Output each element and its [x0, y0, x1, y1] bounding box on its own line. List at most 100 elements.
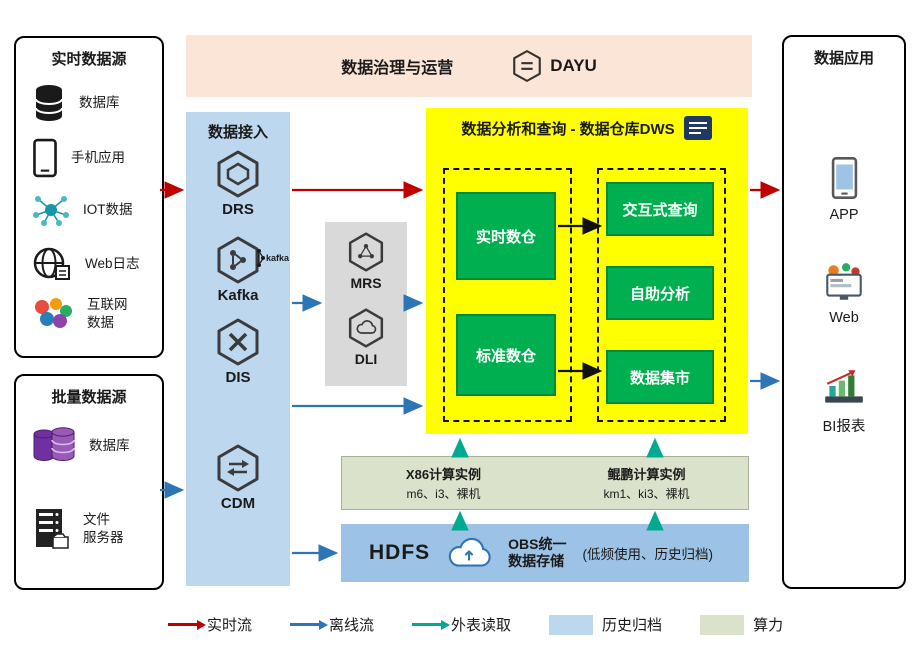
- hdfs-label: HDFS: [369, 541, 431, 564]
- compute-instances-panel: X86计算实例 m6、i3、裸机 鲲鹏计算实例 km1、ki3、裸机: [341, 456, 749, 510]
- compute-subtitle: km1、ki3、裸机: [603, 487, 690, 501]
- legend-label: 算力: [753, 617, 784, 634]
- app-item-web: Web: [784, 262, 904, 326]
- drs-icon: [217, 150, 259, 198]
- source-label: 手机应用: [71, 150, 125, 166]
- legend-item-offline-flow: 离线流: [290, 614, 374, 635]
- service-label: MRS: [350, 275, 382, 291]
- compute-subtitle: m6、i3、裸机: [406, 487, 481, 501]
- service-mrs: MRS: [325, 232, 407, 291]
- module-label: 自助分析: [629, 285, 690, 303]
- app-label: BI报表: [822, 419, 866, 435]
- dayu-logo: DAYU: [511, 49, 597, 83]
- source-item-file-server: 文件 服务器: [16, 506, 162, 552]
- module-label: 数据集市: [629, 369, 690, 387]
- legend-item-realtime-flow: 实时流: [168, 614, 252, 635]
- dayu-logo-text: DAYU: [550, 56, 597, 75]
- data-ingestion-panel: 数据接入 DRS Kafka kafka: [186, 112, 290, 586]
- dws-title-row: 数据分析和查询 - 数据仓库DWS: [426, 115, 748, 141]
- service-label: DLI: [354, 351, 378, 367]
- module-data-mart: 数据集市: [606, 350, 714, 404]
- source-label: 数据库: [79, 95, 120, 111]
- compute-kunpeng: 鲲鹏计算实例 km1、ki3、裸机: [545, 457, 748, 509]
- file-server-icon: [36, 509, 69, 549]
- dis-icon: [217, 318, 259, 366]
- kafka-wordmark-icon: [256, 249, 265, 267]
- dli-icon: [348, 308, 384, 348]
- app-label: Web: [829, 310, 859, 326]
- cdm-icon: [217, 444, 259, 492]
- web-log-icon: [33, 247, 70, 280]
- kafka-icon: [217, 236, 259, 284]
- source-item-web-log: Web日志: [16, 246, 162, 282]
- bi-report-icon: [825, 370, 863, 403]
- service-drs: DRS: [186, 150, 290, 218]
- source-item-internet-data: 互联网 数据: [16, 296, 162, 332]
- legend: 实时流 离线流 外表读取 历史归档 算力: [168, 614, 783, 635]
- realtime-flow-arrow-icon: [168, 623, 198, 626]
- service-kafka: Kafka kafka: [186, 236, 290, 304]
- dws-title: 数据分析和查询 - 数据仓库DWS: [461, 120, 675, 138]
- obs-cloud-icon: [448, 537, 491, 567]
- internet-data-icon: [35, 298, 72, 328]
- legend-label: 实时流: [207, 617, 253, 634]
- source-label: 文件 服务器: [83, 512, 124, 545]
- database-purple-icon: [33, 427, 75, 462]
- service-label: CDM: [220, 495, 256, 512]
- data-ingestion-title: 数据接入: [207, 124, 268, 141]
- module-self-service-analysis: 自助分析: [606, 266, 714, 320]
- compute-x86: X86计算实例 m6、i3、裸机: [342, 457, 545, 509]
- governance-title: 数据治理与运营: [341, 60, 454, 77]
- app-icon: [831, 157, 857, 199]
- legend-label: 离线流: [329, 617, 375, 634]
- realtime-sources-panel: 实时数据源 数据库 手机应用: [14, 36, 164, 358]
- legend-item-external-read: 外表读取: [412, 614, 511, 635]
- processing-panel: MRS DLI: [325, 222, 407, 386]
- service-dis: DIS: [186, 318, 290, 386]
- external-read-arrow-icon: [412, 623, 443, 626]
- dws-document-icon: [683, 116, 712, 140]
- iot-icon: [33, 196, 69, 226]
- mrs-icon: [348, 232, 384, 272]
- realtime-sources-title: 实时数据源: [51, 51, 127, 68]
- legend-label: 外表读取: [451, 617, 512, 634]
- source-item-batch-database: 数据库: [16, 426, 162, 466]
- source-item-database: 数据库: [16, 84, 162, 122]
- service-label: Kafka: [217, 287, 259, 304]
- storage-panel: HDFS OBS统一 数据存储 (低频使用、历史归档): [341, 524, 749, 582]
- dayu-logo-icon: [513, 50, 542, 82]
- app-item-app: APP: [784, 157, 904, 223]
- source-item-iot: IOT数据: [16, 192, 162, 228]
- module-label: 交互式查询: [622, 201, 698, 219]
- history-archive-swatch: [549, 614, 594, 635]
- obs-title: OBS统一 数据存储: [508, 535, 567, 570]
- app-item-bi-report: BI报表: [784, 369, 904, 436]
- service-label: DIS: [225, 369, 251, 386]
- module-interactive-query: 交互式查询: [606, 182, 714, 236]
- web-icon: [826, 263, 862, 300]
- module-label: 实时数仓: [475, 228, 536, 246]
- kafka-wordmark: kafka: [256, 248, 289, 268]
- offline-flow-arrow-icon: [290, 623, 321, 626]
- legend-label: 历史归档: [602, 617, 663, 634]
- source-label: Web日志: [85, 256, 140, 272]
- module-label: 标准数仓: [475, 347, 536, 365]
- governance-banner: 数据治理与运营 DAYU: [186, 35, 752, 97]
- data-applications-panel: 数据应用 APP Web: [782, 35, 906, 589]
- service-label: DRS: [222, 201, 254, 218]
- warehouse-group: [443, 168, 572, 422]
- legend-item-compute-power: 算力: [700, 614, 783, 635]
- compute-title: X86计算实例: [405, 467, 482, 482]
- module-realtime-warehouse: 实时数仓: [456, 192, 556, 280]
- app-label: APP: [829, 207, 859, 223]
- dws-panel: 数据分析和查询 - 数据仓库DWS 实时数仓 标准数仓 交互式查询 自助分析 数…: [426, 108, 748, 434]
- database-icon: [35, 85, 63, 121]
- compute-title: 鲲鹏计算实例: [607, 467, 686, 482]
- analysis-group: [597, 168, 726, 422]
- module-standard-warehouse: 标准数仓: [456, 314, 556, 396]
- service-dli: DLI: [325, 308, 407, 367]
- source-label: IOT数据: [83, 202, 133, 218]
- service-cdm: CDM: [186, 444, 290, 512]
- source-label: 数据库: [89, 438, 130, 454]
